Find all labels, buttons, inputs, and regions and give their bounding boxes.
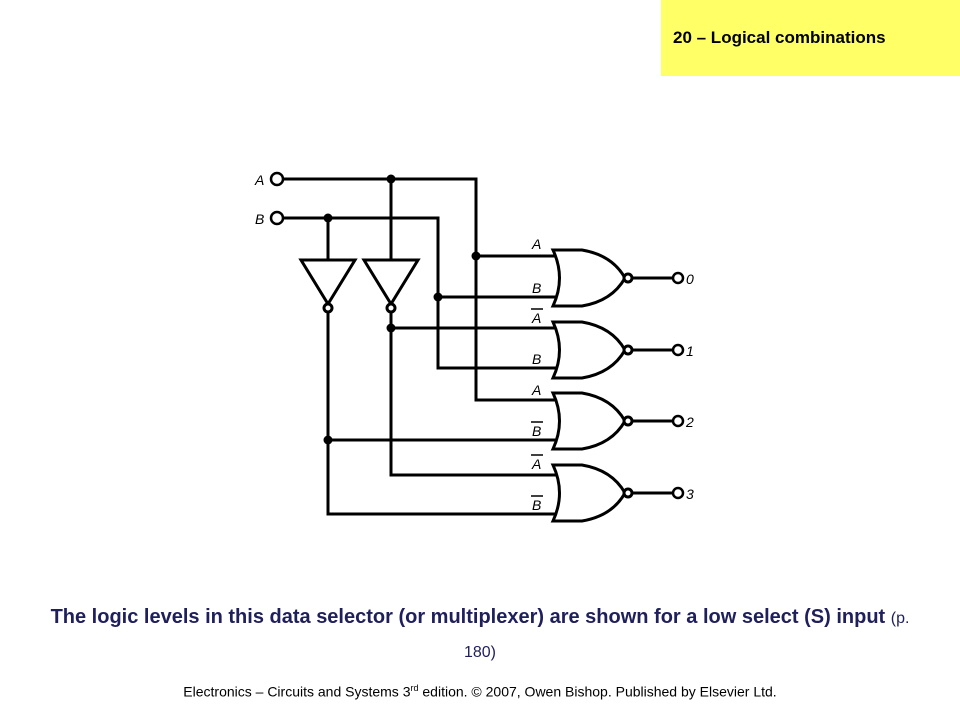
gate-3-input-a: A <box>531 456 541 472</box>
gate-3-bubble <box>622 487 634 499</box>
slide-title-tab: 20 – Logical combinations <box>661 0 960 76</box>
output-label-2: 2 <box>685 414 694 430</box>
output-terminal-0 <box>671 271 685 285</box>
output-label-1: 1 <box>686 343 694 359</box>
gate-1-input-a: A <box>531 310 541 326</box>
footer-text-end: edition. © 2007, Owen Bishop. Published … <box>418 683 777 700</box>
inverter-a-bubble <box>385 302 397 314</box>
gate-2-bubble <box>622 415 634 427</box>
input-terminal-a <box>269 171 285 187</box>
slide-footer: Electronics – Circuits and Systems 3rd e… <box>0 683 960 700</box>
output-terminal-2 <box>671 414 685 428</box>
output-label-0: 0 <box>686 271 694 287</box>
inverter-b-bubble <box>322 302 334 314</box>
gate-3 <box>550 463 627 523</box>
input-label-b: B <box>255 211 264 227</box>
gate-1-input-b: B <box>532 351 541 367</box>
inverter-a <box>361 258 421 307</box>
footer-text-start: Electronics – Circuits and Systems 3 <box>183 683 411 700</box>
gate-2-input-b: B <box>532 423 541 439</box>
gate-1 <box>550 320 627 380</box>
output-terminal-1 <box>671 343 685 357</box>
inversion-overbars <box>531 308 543 497</box>
footer-superscript: rd <box>410 683 419 693</box>
slide-title: 20 – Logical combinations <box>673 28 886 47</box>
input-terminal-b <box>269 210 285 226</box>
slide-caption: The logic levels in this data selector (… <box>40 601 920 669</box>
gate-2 <box>550 391 627 451</box>
gate-0-input-b: B <box>532 280 541 296</box>
inverter-b <box>298 258 358 307</box>
gate-0-bubble <box>622 272 634 284</box>
output-terminal-3 <box>671 486 685 500</box>
gate-2-input-a: A <box>531 382 541 398</box>
gate-3-input-b: B <box>532 497 541 513</box>
junction-dots <box>323 174 481 445</box>
output-label-3: 3 <box>686 486 694 502</box>
input-label-a: A <box>254 172 264 188</box>
caption-text: The logic levels in this data selector (… <box>50 606 886 628</box>
gate-1-bubble <box>622 344 634 356</box>
gate-0 <box>550 248 627 308</box>
caption-page-reference: (p. 180) <box>463 610 910 661</box>
gate-0-input-a: A <box>531 236 541 252</box>
